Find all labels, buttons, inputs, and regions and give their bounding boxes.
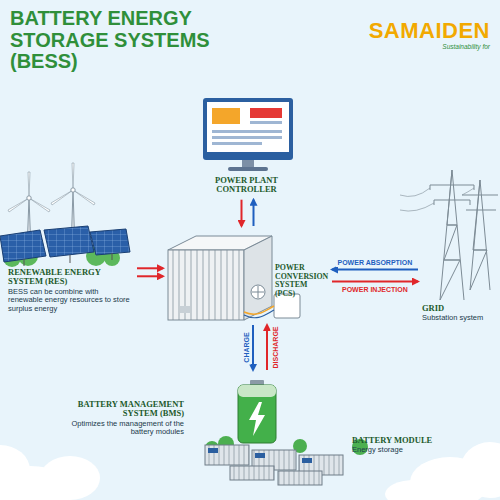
flow-arrow	[332, 281, 418, 282]
node-heading: BATTERY MANAGEMENT SYSTEM (BMS)	[54, 400, 184, 419]
node-heading: POWER PLANT CONTROLLER	[185, 176, 308, 195]
controller-monitor	[203, 98, 293, 171]
arrow-line	[266, 325, 268, 370]
node-body: Energy storage	[352, 446, 478, 455]
diagram-title: BATTERY ENERGY STORAGE SYSTEMS (BESS)	[10, 8, 215, 73]
arrow-line	[332, 281, 418, 283]
battery-icon	[238, 380, 276, 443]
node-heading: GRID	[422, 304, 494, 313]
arrow-line	[332, 269, 418, 271]
node-body: Optimizes the management of the battery …	[54, 420, 184, 437]
bms-node: BATTERY MANAGEMENT SYSTEM (BMS)Optimizes…	[52, 398, 186, 440]
flow-arrow	[253, 200, 254, 226]
node-body: BESS can be combine with renewable energ…	[8, 288, 133, 314]
node-heading: BATTERY MODULE	[352, 436, 478, 445]
flow-arrow	[241, 200, 242, 226]
solar-panel	[0, 226, 130, 266]
controller-node: POWER PLANT CONTROLLER	[185, 92, 310, 198]
arrow-line	[253, 200, 255, 226]
node-body: Substation system	[422, 314, 494, 323]
arrow-line	[137, 275, 163, 277]
battery-rack	[205, 436, 368, 485]
flow-arrow	[267, 325, 268, 370]
pcs-node: POWER CONVERSION SYSTEM (PCS)	[165, 228, 330, 323]
flow-arrow	[137, 268, 163, 276]
flow-label: POWER INJECTION	[340, 285, 410, 294]
flow-label: CHARGE	[241, 330, 250, 364]
cloud	[0, 442, 500, 500]
arrow-line	[252, 325, 254, 370]
battery-module-node: BATTERY MODULEEnergy storage	[190, 372, 480, 484]
logo-text: SAMAIDEN	[369, 18, 490, 44]
flow-arrow	[253, 325, 254, 370]
node-heading: RENEWABLE ENERGY SYSTEM (RES)	[8, 268, 133, 287]
flow-arrow	[332, 269, 418, 270]
flow-label: DISCHARGE	[270, 324, 279, 370]
res-node: RENEWABLE ENERGY SYSTEM (RES)BESS can be…	[4, 172, 135, 317]
node-heading: POWER CONVERSION SYSTEM (PCS)	[275, 264, 328, 299]
arrow-line	[241, 200, 243, 226]
grid-node: GRIDSubstation system	[420, 150, 496, 326]
logo-tagline: Sustainability for	[442, 43, 490, 50]
arrow-line	[137, 267, 163, 269]
flow-label: POWER ABSORPTION	[336, 258, 415, 267]
